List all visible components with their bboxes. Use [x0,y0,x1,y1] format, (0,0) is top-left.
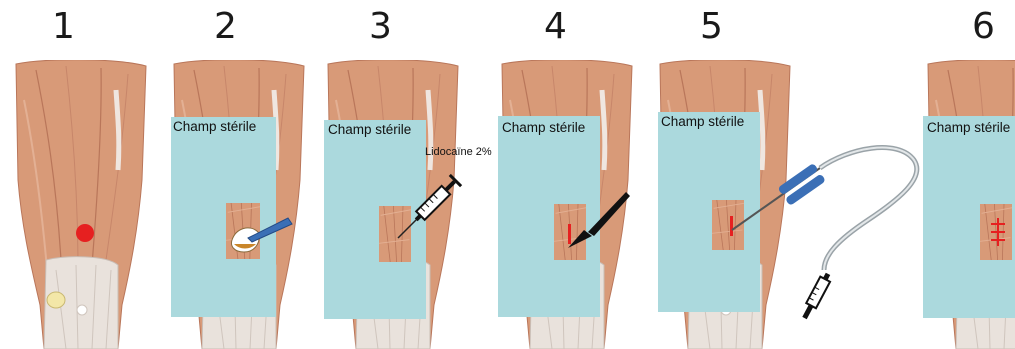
step-1-panel [6,60,156,349]
antiseptic-swab-icon [226,210,296,260]
lidocaine-label: Lidocaïne 2% [425,146,492,158]
scalpel-icon [562,186,632,256]
drape-label: Champ stérile [173,119,256,134]
drape-label: Champ stérile [328,122,411,137]
drape-label: Champ stérile [927,120,1010,135]
puncture-site-marker [76,224,94,242]
drape-label: Champ stérile [502,120,585,135]
step-number-3: 3 [369,6,392,47]
biopsy-needle-icon [728,140,928,320]
sutures-icon [988,216,1008,248]
leg-illustration [6,60,156,349]
step-number-6: 6 [972,6,995,47]
step-number-4: 4 [544,6,567,47]
step-number-1: 1 [52,6,75,47]
step-number-5: 5 [700,6,723,47]
step-number-2: 2 [214,6,237,47]
syringe-icon [396,160,476,240]
drape-label: Champ stérile [661,114,744,129]
